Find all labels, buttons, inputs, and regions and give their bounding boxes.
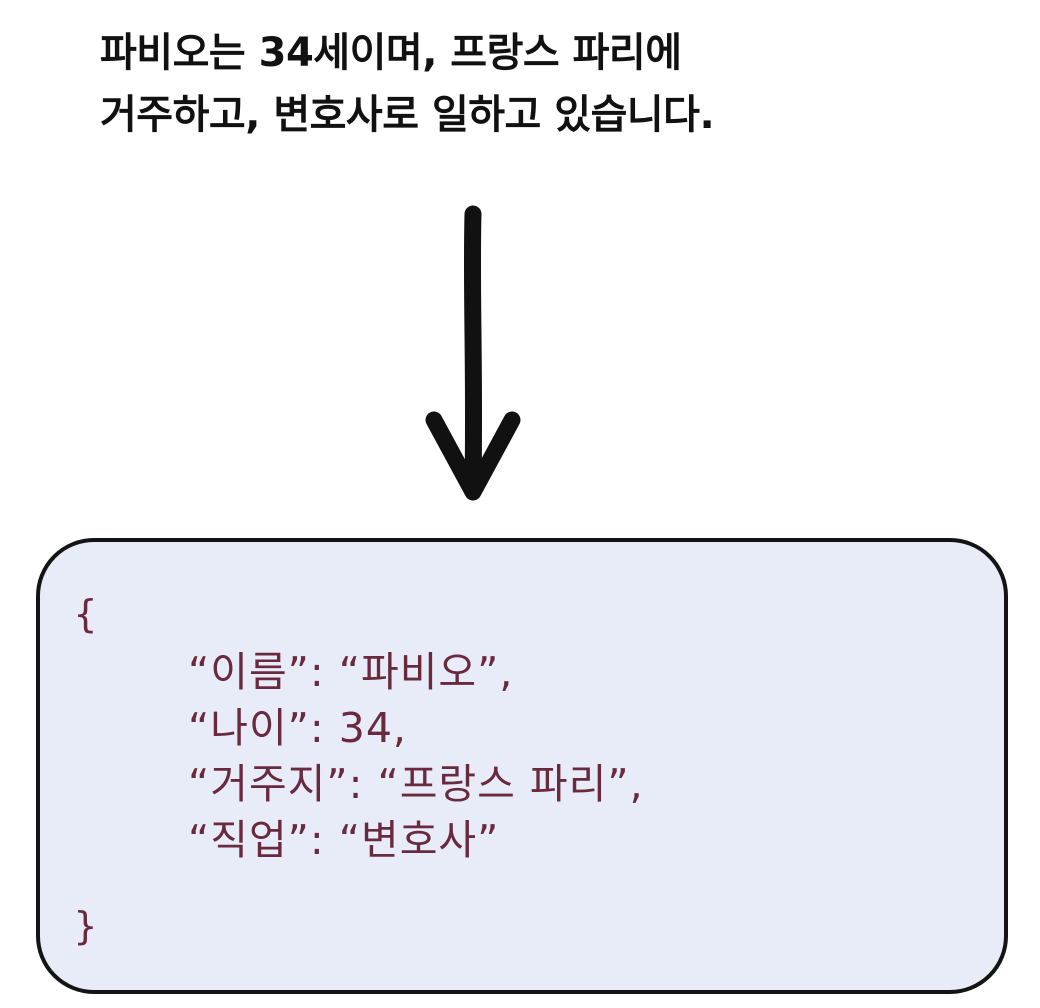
json-key: “이름”: [188, 648, 325, 696]
json-key: “직업”: [188, 816, 325, 864]
down-arrow-icon [425, 205, 521, 501]
json-entries: “이름”: “파비오”, “나이”: 34, “거주지”: “프랑스 파리”, “직업… [188, 644, 644, 868]
json-key: “거주지”: [188, 760, 364, 808]
json-entry-residence: “거주지”: “프랑스 파리”, [188, 756, 644, 812]
json-value: “파비오”, [338, 648, 514, 696]
json-output-box: { “이름”: “파비오”, “나이”: 34, “거주지”: “프랑스 파리”, “… [36, 538, 1008, 994]
json-close-brace: } [74, 904, 97, 948]
sentence-line-2: 거주하고, 변호사로 일하고 있습니다. [100, 92, 715, 138]
sentence-line-1: 파비오는 34세이며, 프랑스 파리에 [100, 30, 682, 76]
json-entry-job: “직업”: “변호사” [188, 812, 644, 868]
input-sentence: 파비오는 34세이며, 프랑스 파리에 거주하고, 변호사로 일하고 있습니다. [100, 22, 1000, 146]
json-entry-name: “이름”: “파비오”, [188, 644, 644, 700]
json-entry-age: “나이”: 34, [188, 700, 644, 756]
json-value: “변호사” [338, 816, 500, 864]
json-key: “나이”: [188, 704, 325, 752]
json-open-brace: { [74, 592, 97, 636]
json-value: 34, [338, 704, 407, 752]
json-value: “프랑스 파리”, [377, 760, 644, 808]
